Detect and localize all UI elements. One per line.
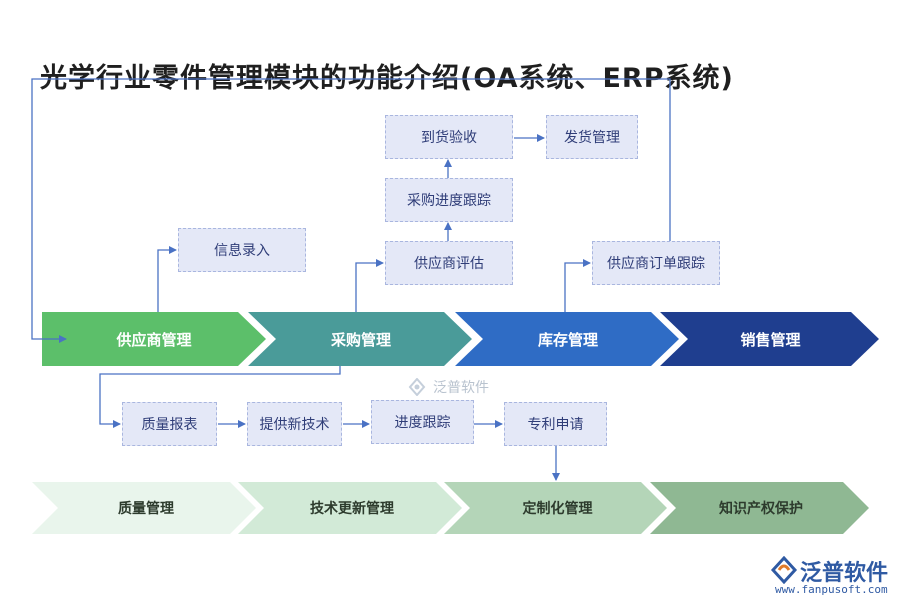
lower-label-quality: 质量管理 — [118, 501, 174, 517]
watermark-logo-icon — [408, 378, 426, 396]
brand-url: www.fanpusoft.com — [775, 583, 888, 596]
main-label-purchase: 采购管理 — [330, 330, 391, 349]
box-shipping: 发货管理 — [546, 115, 638, 159]
box-quality-report: 质量报表 — [122, 402, 217, 446]
lower-arrow-ip — [650, 482, 869, 534]
main-label-sales: 销售管理 — [740, 330, 801, 349]
lower-arrow-custom — [444, 482, 667, 534]
main-arrow-sales — [660, 312, 879, 366]
box-supplier-eval: 供应商评估 — [385, 241, 513, 285]
box-purchase-progress: 采购进度跟踪 — [385, 178, 513, 222]
connector-loop — [31, 78, 671, 343]
main-arrow-purchase — [248, 312, 472, 366]
lower-arrow-tech — [238, 482, 462, 534]
brand-logo-icon — [770, 556, 798, 584]
box-info-entry: 信息录入 — [178, 228, 306, 272]
box-arrival-check: 到货验收 — [385, 115, 513, 159]
lower-label-tech: 技术更新管理 — [310, 501, 394, 517]
main-arrow-inventory — [455, 312, 679, 366]
connector-order-track — [564, 259, 591, 312]
box-patent: 专利申请 — [504, 402, 607, 446]
lower-label-custom: 定制化管理 — [522, 501, 593, 517]
watermark-text: 泛普软件 — [433, 380, 489, 396]
lower-arrow-quality — [32, 482, 256, 534]
main-label-inventory: 库存管理 — [537, 330, 598, 349]
box-supplier-order-track: 供应商订单跟踪 — [592, 241, 720, 285]
main-arrow-supplier — [42, 312, 266, 366]
brand-name: 泛普软件 — [800, 561, 889, 586]
connector-info — [157, 246, 177, 312]
box-new-tech: 提供新技术 — [247, 402, 342, 446]
connector-quality — [99, 366, 341, 428]
connector-eval — [355, 259, 384, 312]
lower-label-ip: 知识产权保护 — [719, 501, 803, 517]
main-label-supplier: 供应商管理 — [116, 330, 192, 349]
box-progress-track: 进度跟踪 — [371, 400, 474, 444]
